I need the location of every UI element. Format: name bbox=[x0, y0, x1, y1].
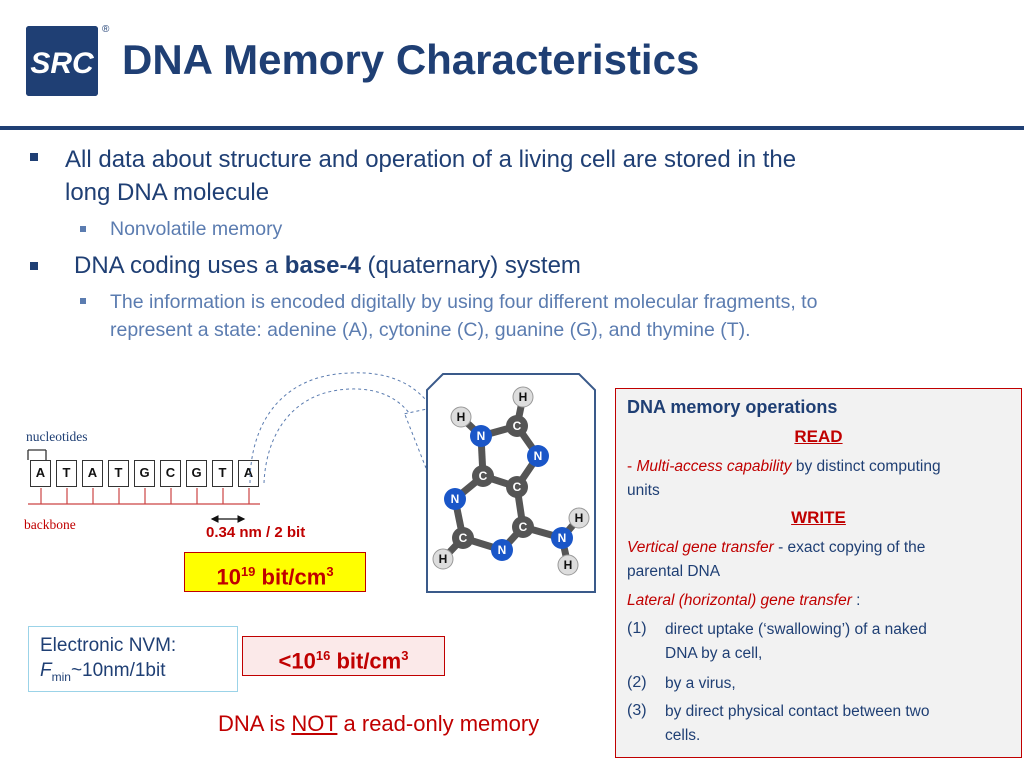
spacing-arrow bbox=[210, 515, 246, 523]
nucleotide-box: C bbox=[160, 460, 181, 487]
atom-h: H bbox=[457, 410, 466, 424]
spacing-label: 0.34 nm / 2 bit bbox=[206, 524, 306, 541]
item-1-line-2: DNA by a cell, bbox=[665, 645, 763, 662]
atom-h: H bbox=[564, 558, 573, 572]
read-line-2: units bbox=[627, 482, 660, 499]
item-3-line-2: cells. bbox=[665, 727, 701, 744]
atom-c: C bbox=[513, 480, 522, 494]
vgt-rest-1: - exact copying of the bbox=[773, 539, 926, 556]
read-dash: - bbox=[627, 458, 637, 475]
item-3-line-1: by direct physical contact between two bbox=[665, 703, 930, 720]
nucleotide-box: A bbox=[238, 460, 259, 487]
compare-unit-exp: 3 bbox=[401, 648, 409, 663]
read-line-1: - Multi-access capability by distinct co… bbox=[627, 455, 941, 479]
atom-h: H bbox=[439, 552, 448, 566]
src-logo: SRC bbox=[26, 26, 98, 96]
read-rest-1: by distinct computing bbox=[791, 458, 941, 475]
atom-n: N bbox=[451, 492, 460, 506]
nvm-line-1: Electronic NVM: bbox=[40, 635, 177, 656]
item-3-num: (3) bbox=[627, 702, 647, 719]
nucleotide-box: G bbox=[134, 460, 155, 487]
nucleotide-box: T bbox=[108, 460, 129, 487]
bullet-marker bbox=[30, 153, 38, 161]
bullet-2: DNA coding uses a base-4 (quaternary) sy… bbox=[74, 250, 581, 282]
ops-title: DNA memory operations bbox=[627, 397, 838, 417]
nucleotide-box: T bbox=[212, 460, 233, 487]
strand-lines bbox=[27, 449, 260, 505]
electronic-nvm-box: Electronic NVM: Fmin~10nm/1bit bbox=[28, 626, 238, 692]
logo-text: SRC bbox=[30, 47, 95, 80]
atom-h: H bbox=[575, 511, 584, 525]
lgt-italic: Lateral (horizontal) gene transfer bbox=[627, 592, 852, 609]
lgt-line: Lateral (horizontal) gene transfer : bbox=[627, 589, 861, 613]
atom-c: C bbox=[513, 419, 522, 433]
density-exp: 19 bbox=[240, 564, 256, 579]
header-divider bbox=[0, 126, 1024, 130]
nvm-f-sub: min bbox=[51, 669, 71, 684]
compare-exp: 16 bbox=[315, 648, 331, 663]
density-unit: bit/cm bbox=[255, 564, 327, 590]
vgt-line-1: Vertical gene transfer - exact copying o… bbox=[627, 536, 925, 560]
nvm-f: F bbox=[40, 660, 52, 681]
dna-density-box: 1019 bit/cm3 bbox=[184, 552, 366, 592]
compare-prefix: <10 bbox=[278, 648, 316, 674]
item-2-num: (2) bbox=[627, 674, 647, 691]
note-post: a read-only memory bbox=[337, 711, 540, 736]
bullet-2-bold: base-4 bbox=[284, 252, 361, 279]
vgt-italic: Vertical gene transfer bbox=[627, 539, 774, 556]
vgt-line-2: parental DNA bbox=[627, 563, 721, 580]
nucleotide-box: T bbox=[56, 460, 77, 487]
lgt-colon: : bbox=[851, 592, 861, 609]
atom-n: N bbox=[477, 429, 486, 443]
nucleotide-box: G bbox=[186, 460, 207, 487]
atom-n: N bbox=[498, 543, 507, 557]
nvm-line-2-rest: ~10nm/1bit bbox=[70, 660, 166, 681]
adenine-molecule: H H N C N C C N C C N N H H H bbox=[426, 373, 596, 593]
bullet-2-sub-line-1: The information is encoded digitally by … bbox=[110, 291, 818, 313]
bullet-1-line-1: All data about structure and operation o… bbox=[65, 146, 797, 173]
sub-bullet-marker bbox=[80, 226, 86, 232]
nucleotide-box: A bbox=[30, 460, 51, 487]
nvm-line-2: Fmin~10nm/1bit bbox=[40, 658, 237, 690]
registered-mark: ® bbox=[102, 24, 110, 35]
page-title: DNA Memory Characteristics bbox=[122, 36, 700, 83]
bullet-1-sub: Nonvolatile memory bbox=[110, 218, 283, 240]
bullet-marker bbox=[30, 262, 38, 270]
compare-unit: bit/cm bbox=[330, 648, 402, 674]
note-pre: DNA is bbox=[218, 711, 292, 736]
read-italic: Multi-access capability bbox=[636, 458, 792, 475]
write-heading: WRITE bbox=[791, 508, 846, 527]
read-only-note: DNA is NOT a read-only memory bbox=[218, 711, 539, 737]
nucleotides-label: nucleotides bbox=[26, 429, 88, 444]
nvm-density-box: <1016 bit/cm3 bbox=[242, 636, 445, 676]
bullet-1-line-2: long DNA molecule bbox=[65, 179, 270, 206]
atom-c: C bbox=[479, 469, 488, 483]
atom-n: N bbox=[558, 531, 567, 545]
item-1-line-1: direct uptake (‘swallowing’) of a naked bbox=[665, 621, 927, 638]
bullet-2-pre: DNA coding uses a bbox=[74, 252, 285, 279]
density-base: 10 bbox=[216, 564, 241, 590]
backbone-label: backbone bbox=[24, 517, 76, 532]
sub-bullet-marker bbox=[80, 298, 86, 304]
atom-n: N bbox=[534, 449, 543, 463]
item-1-num: (1) bbox=[627, 620, 647, 637]
density-unit-exp: 3 bbox=[326, 564, 334, 579]
atom-h: H bbox=[519, 390, 528, 404]
item-2-line-1: by a virus, bbox=[665, 675, 736, 692]
dna-memory-operations-panel: DNA memory operations READ - Multi-acces… bbox=[615, 388, 1022, 758]
atom-c: C bbox=[519, 520, 528, 534]
note-not: NOT bbox=[291, 711, 338, 736]
bullet-2-post: (quaternary) system bbox=[360, 252, 581, 279]
bullet-2-sub-line-2: represent a state: adenine (A), cytonine… bbox=[110, 319, 751, 341]
atom-c: C bbox=[459, 531, 468, 545]
read-heading: READ bbox=[794, 427, 843, 446]
nucleotide-box: A bbox=[82, 460, 103, 487]
